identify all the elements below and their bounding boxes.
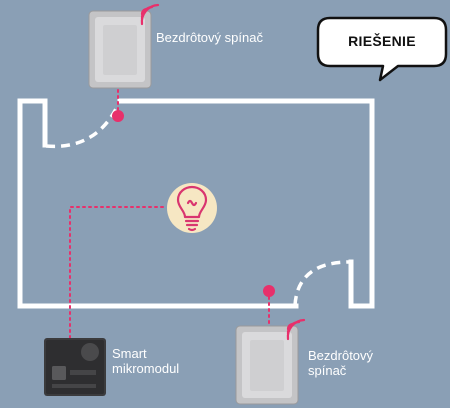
- room-walls: [17, 98, 375, 309]
- wireless-signal-bottom-icon: [286, 318, 306, 341]
- micromodule-icon: [44, 338, 106, 396]
- wireless-switch-bottom-icon: [235, 318, 306, 405]
- switch-bottom-label: Bezdrôtový spínač: [308, 348, 374, 378]
- signal-dot-bottom: [263, 285, 275, 297]
- module-label: Smart mikromodul: [112, 346, 180, 376]
- wall-left-bottom: [17, 98, 299, 309]
- wireless-switch-top-icon: [88, 3, 160, 89]
- wireless-signal-top-icon: [140, 3, 160, 26]
- connection-module-bulb: [69, 206, 166, 339]
- solution-label: RIEŠENIE: [348, 33, 416, 49]
- signal-dot-top: [112, 110, 124, 122]
- wall-top-right: [117, 98, 375, 309]
- solution-bubble: [316, 16, 448, 82]
- door-swing-bottom: [293, 260, 351, 306]
- switch-top-label: Bezdrôtový spínač: [156, 30, 263, 45]
- light-bulb-icon: [167, 183, 217, 233]
